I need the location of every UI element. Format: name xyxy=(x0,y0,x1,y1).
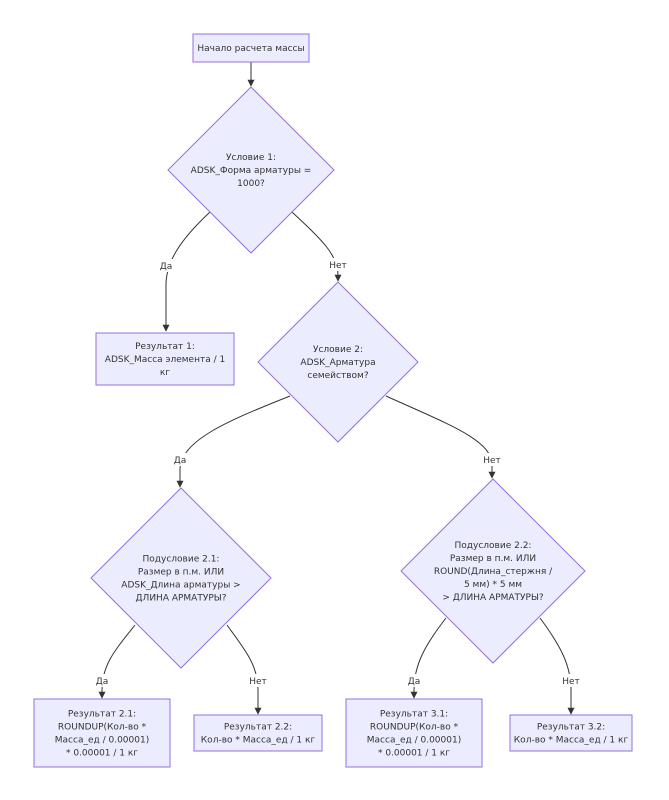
edge-label-background xyxy=(405,674,423,687)
node-text-line: Масса_ед / 0.00001) xyxy=(367,736,461,746)
node-text-line: * 0.00001 / 1 кг xyxy=(66,749,138,759)
edge-label-background xyxy=(157,259,175,272)
edge-label-cond1-cond2: Нет xyxy=(326,258,350,271)
edge-cond2-sub22 xyxy=(385,395,496,479)
node-text-line: Размер в п.м. ИЛИ xyxy=(450,554,536,564)
decision-diamond xyxy=(90,487,272,669)
node-res31: Результат 3.1: ROUNDUP(Кол-во * Масса_ед /… xyxy=(345,698,483,768)
edge-label-sub21-res21: Да xyxy=(93,674,111,687)
decision-diamond xyxy=(167,86,335,254)
edge-label-background xyxy=(93,674,111,687)
edge-sub21-res22 xyxy=(226,624,262,715)
node-text-line: ADSK_Форма арматуры = xyxy=(191,166,312,176)
edge-label-background xyxy=(326,258,350,271)
edge-label-cond2-sub21: Да xyxy=(171,453,189,466)
node-text-line: ADSK_Масса элемента / 1 xyxy=(105,355,225,365)
node-text-line: Результат 1: xyxy=(135,342,195,352)
decision-diamond xyxy=(257,281,419,443)
node-text-line: Масса_ед / 0.00001) xyxy=(55,736,149,746)
edge-label-cond1-res1: Да xyxy=(157,259,175,272)
process-box xyxy=(192,33,310,63)
node-text-line: Подусловие 2.1: xyxy=(143,555,220,565)
node-res32: Результат 3.2: Кол-во * Масса_ед / 1 кг xyxy=(509,714,633,752)
node-res1: Результат 1: ADSK_Масса элемента / 1 кг xyxy=(95,332,235,386)
edge-label-text: Да xyxy=(96,677,109,687)
edge-label-cond2-sub22: Нет xyxy=(480,453,504,466)
node-text-line: ADSK_Арматура xyxy=(300,358,375,368)
edge-label-text: Нет xyxy=(483,456,501,466)
node-text-line: Результат 2.2: xyxy=(224,723,292,733)
process-box xyxy=(95,332,235,386)
node-res21: Результат 2.1: ROUNDUP(Кол-во * Масса_ед /… xyxy=(33,698,171,768)
node-res22: Результат 2.2: Кол-во * Масса_ед / 1 кг xyxy=(193,714,323,752)
edge-label-text: Да xyxy=(160,262,173,272)
edge-label-text: Нет xyxy=(329,261,347,271)
node-text-line: кг xyxy=(160,368,170,378)
edge-label-text: Да xyxy=(408,677,421,687)
node-text-line: > ДЛИНА АРМАТУРЫ? xyxy=(442,593,544,603)
process-box xyxy=(345,698,483,768)
edge-label-sub22-res32: Нет xyxy=(559,674,583,687)
node-sub21: Подусловие 2.1: Размер в п.м. ИЛИ ADSK_Дли… xyxy=(90,487,272,669)
edge-cond2-sub21 xyxy=(176,395,291,488)
node-sub22: Подусловие 2.2: Размер в п.м. ИЛИ ROUND(Дл… xyxy=(400,478,586,664)
node-text-line: Размер в п.м. ИЛИ xyxy=(138,568,224,578)
edge-label-background xyxy=(171,453,189,466)
edge-label-text: Да xyxy=(174,456,187,466)
node-cond1: Условие 1: ADSK_Форма арматуры = 1000? xyxy=(167,86,335,254)
process-box xyxy=(509,714,633,752)
edge-label-background xyxy=(480,453,504,466)
node-text-line: 5 мм) * 5 мм xyxy=(464,580,522,590)
node-text-line: Начало расчета массы xyxy=(197,44,304,54)
edge-label-text: Нет xyxy=(249,677,267,687)
edge-sub22-res32 xyxy=(539,617,575,715)
edge-label-sub22-res31: Да xyxy=(405,674,423,687)
edge-sub21-res21 xyxy=(98,624,136,699)
edge-label-background xyxy=(246,674,270,687)
node-text-line: Результат 2.1: xyxy=(68,710,136,720)
process-box xyxy=(33,698,171,768)
process-box xyxy=(193,714,323,752)
node-text-line: Условие 1: xyxy=(226,153,276,163)
edge-cond1-cond2 xyxy=(291,211,342,282)
node-cond2: Условие 2: ADSK_Арматура семейством? xyxy=(257,281,419,443)
node-text-line: Результат 3.2: xyxy=(537,723,605,733)
node-text-line: Кол-во * Масса_ед / 1 кг xyxy=(514,736,629,746)
node-text-line: ДЛИНА АРМАТУРЫ? xyxy=(136,594,227,604)
node-text-line: Подусловие 2.2: xyxy=(455,541,532,551)
node-text-line: Результат 3.1: xyxy=(380,710,448,720)
edge-label-sub21-res22: Нет xyxy=(246,674,270,687)
node-text-line: Кол-во * Масса_ед / 1 кг xyxy=(201,736,316,746)
edge-label-text: Нет xyxy=(562,677,580,687)
edge-cond1-res1 xyxy=(162,211,211,332)
node-start: Начало расчета массы xyxy=(192,33,310,63)
decision-diamond xyxy=(400,478,586,664)
node-text-line: * 0.00001 / 1 кг xyxy=(378,749,450,759)
node-text-line: Условие 2: xyxy=(313,345,363,355)
node-text-line: ROUNDUP(Кол-во * xyxy=(370,723,459,733)
node-text-line: семейством? xyxy=(307,371,368,381)
node-text-line: ROUND(Длина_стержня / xyxy=(434,567,553,577)
node-text-line: ROUNDUP(Кол-во * xyxy=(58,723,147,733)
edge-label-background xyxy=(559,674,583,687)
edge-sub22-res31 xyxy=(410,617,447,699)
node-text-line: 1000? xyxy=(237,179,265,189)
edges-layer xyxy=(98,62,575,715)
node-text-line: ADSK_Длина арматуры > xyxy=(121,581,240,591)
